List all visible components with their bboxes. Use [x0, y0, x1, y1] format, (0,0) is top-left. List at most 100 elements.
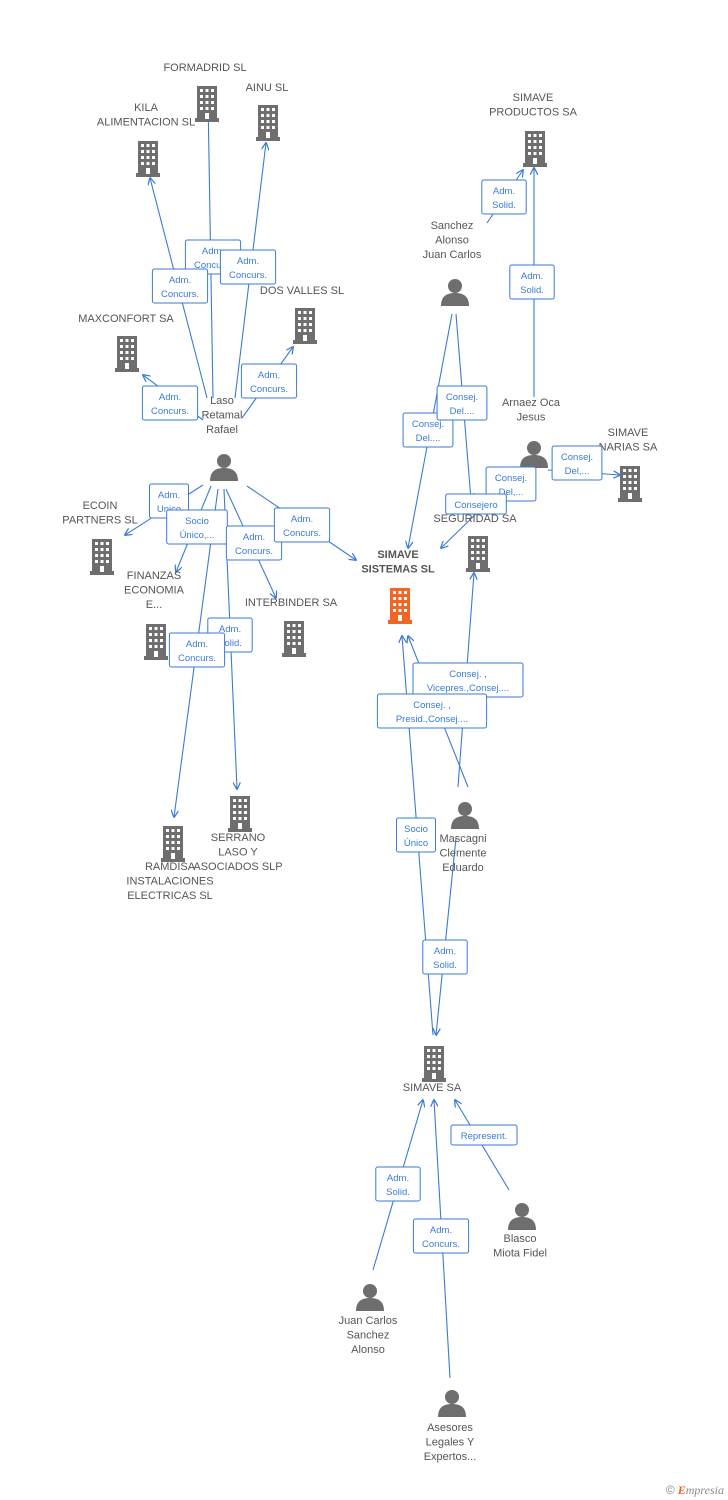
edge-tag[interactable]: Adm.Concurs. [225, 525, 283, 561]
edge-tag-text: Consej. , [413, 700, 451, 711]
node-finanzas[interactable]: FINANZASECONOMIAE... [124, 570, 185, 660]
edge-tag[interactable]: Adm.Concurs. [412, 1218, 470, 1254]
edge-tag[interactable]: Adm.Concurs. [219, 249, 277, 285]
edge-tag[interactable]: Adm.Solid. [481, 179, 527, 215]
edge-tag-box [376, 693, 488, 729]
company-icon [466, 536, 490, 572]
edge-tag-box [240, 363, 298, 399]
company-icon [523, 131, 547, 167]
edge-tag[interactable]: Adm.Solid. [422, 939, 468, 975]
edge-tag[interactable]: Adm.Concurs. [141, 385, 199, 421]
edge-tag[interactable]: Adm.Concurs. [168, 632, 226, 668]
edge-tag[interactable]: Consej.Del.... [436, 385, 488, 421]
edge-tag-text: Adm. [493, 186, 515, 197]
node-label: Legales Y [426, 1437, 475, 1449]
node-label: Rafael [206, 424, 238, 436]
node-label: FORMADRID SL [163, 62, 246, 74]
node-label: SEGURIDAD SA [433, 513, 517, 525]
node-label: KILA [134, 102, 159, 114]
node-ainu[interactable]: AINU SL [246, 82, 289, 141]
company-icon [618, 466, 642, 502]
edge-tag-box [151, 268, 209, 304]
edge-tag-text: Solid. [218, 638, 242, 649]
edge-tag-text: Adm. [159, 392, 181, 403]
person-icon [520, 441, 548, 468]
edge-tag-text: Represent. [461, 1131, 507, 1142]
edge-tag-text: Concurs. [161, 289, 199, 300]
node-dos_valles[interactable]: DOS VALLES SL [260, 285, 344, 344]
edge-tag-text: Adm. [291, 514, 313, 525]
main-company-icon [388, 588, 412, 624]
edge-tag-text: Del.... [450, 406, 475, 417]
node-label: Eduardo [442, 862, 484, 874]
edge-tag[interactable]: Adm.Concurs. [273, 507, 331, 543]
edge-tag[interactable]: Consej. ,Presid.,Consej.... [376, 693, 488, 729]
edge-tag-box [375, 1166, 421, 1202]
edge-tag-text: Adm. [521, 271, 543, 282]
edge-tag-box [422, 939, 468, 975]
edge-tag-text: Adm. [186, 639, 208, 650]
edge-tag-text: Del.... [416, 433, 441, 444]
brand-logo-initial: E [677, 1483, 686, 1497]
node-label: Blasco [503, 1233, 536, 1245]
node-formadrid[interactable]: FORMADRID SL [163, 62, 247, 122]
person-icon [438, 1390, 466, 1417]
node-label: SIMAVE SA [403, 1082, 462, 1094]
edge-tag[interactable]: Represent. [450, 1124, 518, 1146]
edge-arnaez-to-seguridad [441, 509, 481, 548]
node-label: Asesores [427, 1422, 473, 1434]
empresia-brand[interactable]: © Empresia [666, 1483, 724, 1498]
edge-tag-text: Concurs. [250, 384, 288, 395]
edge-tag-text: Único [404, 838, 428, 849]
edge-tag-text: Adm. [202, 246, 224, 257]
edge-tag[interactable]: SocioÚnico,... [166, 509, 228, 545]
node-label: NARIAS SA [599, 442, 658, 454]
node-label: LASO Y [218, 847, 258, 859]
edge-tag[interactable]: Consejero [445, 493, 507, 515]
edge-tag-text: Concurs. [194, 260, 232, 271]
edge-tag[interactable]: Adm. Solid. [509, 264, 555, 300]
copyright-symbol: © [665, 1483, 675, 1497]
node-interbinder[interactable]: INTERBINDER SA [245, 597, 338, 657]
node-label: SIMAVE [513, 92, 554, 104]
node-maxconfort[interactable]: MAXCONFORT SA [78, 313, 174, 372]
company-icon [136, 141, 160, 177]
edge-tag[interactable]: Adm.Solid. [375, 1166, 421, 1202]
edge-tag[interactable]: Consej. ,Vicepres.,Consej.... [412, 662, 524, 698]
edge-mascagni-to-simave_sa [436, 837, 457, 1035]
company-icon [422, 1046, 446, 1082]
node-simave_productos[interactable]: SIMAVE PRODUCTOS SA [489, 92, 578, 167]
edge-tag-text: Único,... [180, 530, 215, 541]
edge-tag[interactable]: Consej.Del.... [402, 412, 454, 448]
node-seguridad[interactable]: SEGURIDAD SA [433, 513, 517, 572]
edge-tag-text: Solid. [386, 1187, 410, 1198]
edge-tag-box [450, 1124, 518, 1146]
node-simave_sa[interactable]: SIMAVE SA [403, 1046, 462, 1094]
edge-tag-text: Adm. [158, 490, 180, 501]
company-icon [256, 105, 280, 141]
node-label: ECONOMIA [124, 585, 185, 597]
edge-tag[interactable]: Adm.Concurs. [240, 363, 298, 399]
edge-tag[interactable]: Consej.Del,... [485, 466, 537, 502]
edge-tag-text: Concurs. [422, 1239, 460, 1250]
node-label: MAXCONFORT SA [78, 313, 174, 325]
edge-tag[interactable]: Adm.Concurs. [151, 268, 209, 304]
node-label: PRODUCTOS SA [489, 107, 577, 119]
edge-tag-text: Solid. [520, 285, 544, 296]
edge-tag[interactable]: Consej.Del,... [551, 445, 603, 481]
